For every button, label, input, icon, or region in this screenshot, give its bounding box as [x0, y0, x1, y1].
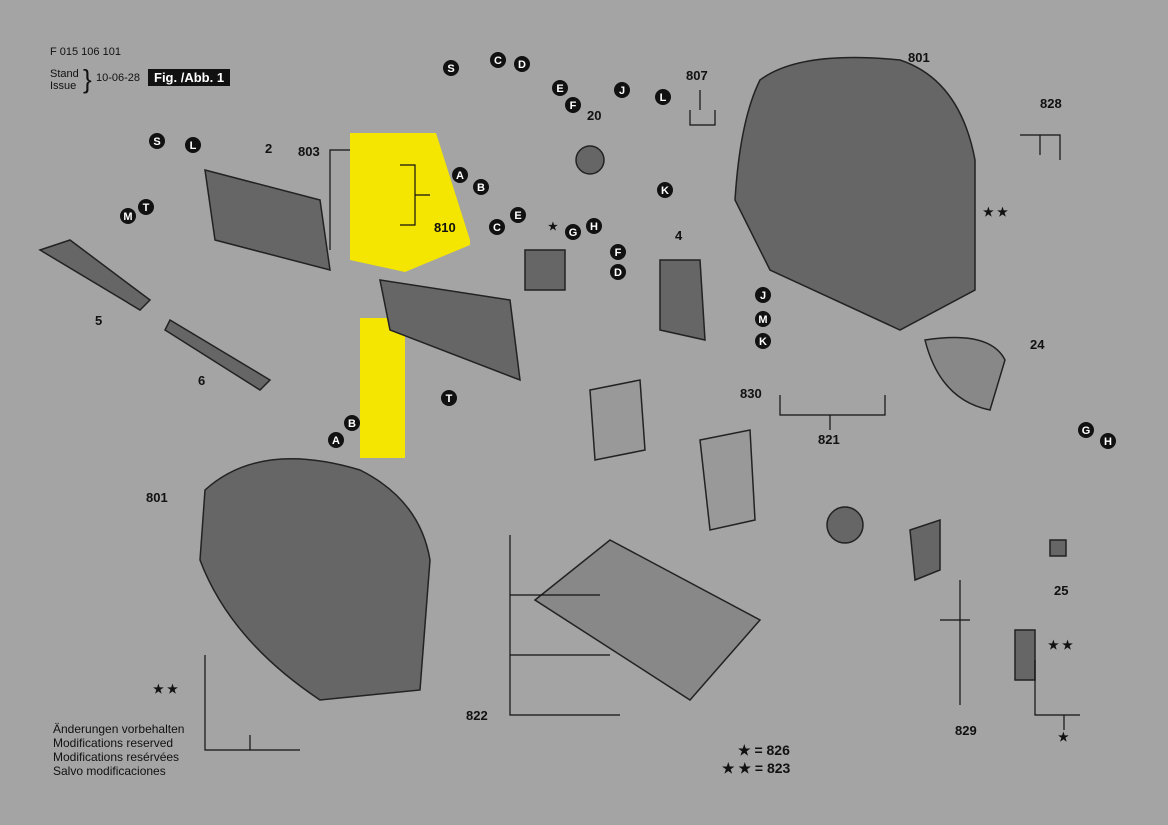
label-4: 4 — [675, 228, 683, 243]
marker-letter: L — [660, 92, 667, 104]
marker-letter: F — [615, 247, 622, 259]
housing-left — [199, 458, 431, 701]
marker-letter: M — [123, 211, 132, 223]
capacitor-small — [1014, 629, 1036, 681]
issue-label: Issue — [50, 80, 77, 92]
label-822: 822 — [466, 708, 488, 723]
brush-highlight-top — [350, 133, 470, 272]
marker-letter: H — [1104, 436, 1112, 448]
brace: } — [83, 64, 92, 94]
part-number: F 015 106 101 — [50, 46, 121, 58]
marker-letter: C — [493, 222, 501, 234]
cord — [38, 239, 152, 311]
part-25 — [1049, 539, 1067, 557]
parts-drawings — [38, 56, 1067, 701]
leader-lines — [204, 90, 1080, 751]
marker-letter: E — [514, 210, 521, 222]
marker-letter: B — [477, 182, 485, 194]
callouts: 801 807 828 2 803 810 20 4 5 6 830 24 82… — [95, 50, 1068, 738]
marker-letter: K — [661, 185, 669, 197]
marker-letter: M — [758, 314, 767, 326]
marker-letter: E — [556, 83, 563, 95]
issue-date: 10-06-28 — [96, 72, 141, 84]
plunger — [909, 518, 941, 582]
marker-letter: L — [190, 140, 197, 152]
label-828: 828 — [1040, 96, 1062, 111]
label-810: 810 — [434, 220, 456, 235]
note-de: Änderungen vorbehalten — [53, 722, 185, 736]
label-6: 6 — [198, 373, 205, 388]
marker-letter: S — [447, 63, 454, 75]
marker-letter: C — [494, 55, 502, 67]
brush-highlight-bottom — [360, 318, 405, 458]
stand-label: Stand — [50, 68, 79, 80]
bearing-holder — [589, 379, 646, 461]
marker-letter: A — [456, 170, 464, 182]
marker-letter: D — [614, 267, 622, 279]
connector-markers: S C D E F J L S L M T K A B C E G H F D … — [120, 52, 1116, 449]
gear — [826, 506, 864, 544]
stars-marker: ★ ★ — [153, 682, 178, 696]
switch — [659, 259, 706, 341]
armature — [379, 279, 521, 382]
marker-letter: T — [143, 202, 150, 214]
label-829: 829 — [955, 723, 977, 738]
modification-notes: Änderungen vorbehalten Modifications res… — [53, 722, 184, 778]
base-plate — [533, 539, 762, 701]
legend-star-823: ★ ★ = 823 — [722, 760, 791, 776]
cord-sleeve — [164, 318, 272, 391]
marker-letter: H — [590, 221, 598, 233]
label-821: 821 — [818, 432, 840, 447]
label-20: 20 — [587, 108, 601, 123]
marker-letter: S — [153, 136, 160, 148]
marker-letter: D — [518, 59, 526, 71]
star-marker: ★ — [548, 221, 558, 233]
stars-marker: ★ ★ — [983, 205, 1008, 219]
marker-letter: J — [619, 85, 625, 97]
label-830: 830 — [740, 386, 762, 401]
label-801-left: 801 — [146, 490, 168, 505]
label-24: 24 — [1030, 337, 1045, 352]
housing-right — [734, 56, 976, 331]
figure-label: Fig. /Abb. 1 — [148, 69, 231, 86]
label-807: 807 — [686, 68, 708, 83]
legend-star-826: ★ = 826 — [738, 742, 790, 758]
marker-letter: K — [759, 336, 767, 348]
note-en: Modifications reserved — [53, 736, 174, 750]
marker-letter: B — [348, 418, 356, 430]
plate-830 — [699, 429, 756, 531]
label-25: 25 — [1054, 583, 1068, 598]
trigger — [924, 336, 1006, 411]
marker-letter: T — [446, 393, 453, 405]
marker-letter: G — [1082, 425, 1091, 437]
marker-letter: J — [760, 290, 766, 302]
marker-letter: A — [332, 435, 340, 447]
filter — [524, 249, 566, 291]
note-fr: Modifications resérvées — [53, 750, 180, 764]
label-2: 2 — [265, 141, 272, 156]
marker-letter: F — [570, 100, 577, 112]
note-es: Salvo modificaciones — [53, 764, 166, 778]
label-5: 5 — [95, 313, 102, 328]
stars-marker: ★ ★ — [1048, 638, 1073, 652]
capacitor — [575, 145, 605, 175]
label-801: 801 — [908, 50, 930, 65]
stator — [204, 168, 331, 272]
star-marker: ★ — [1058, 730, 1069, 744]
marker-letter: G — [569, 227, 578, 239]
label-803: 803 — [298, 144, 320, 159]
